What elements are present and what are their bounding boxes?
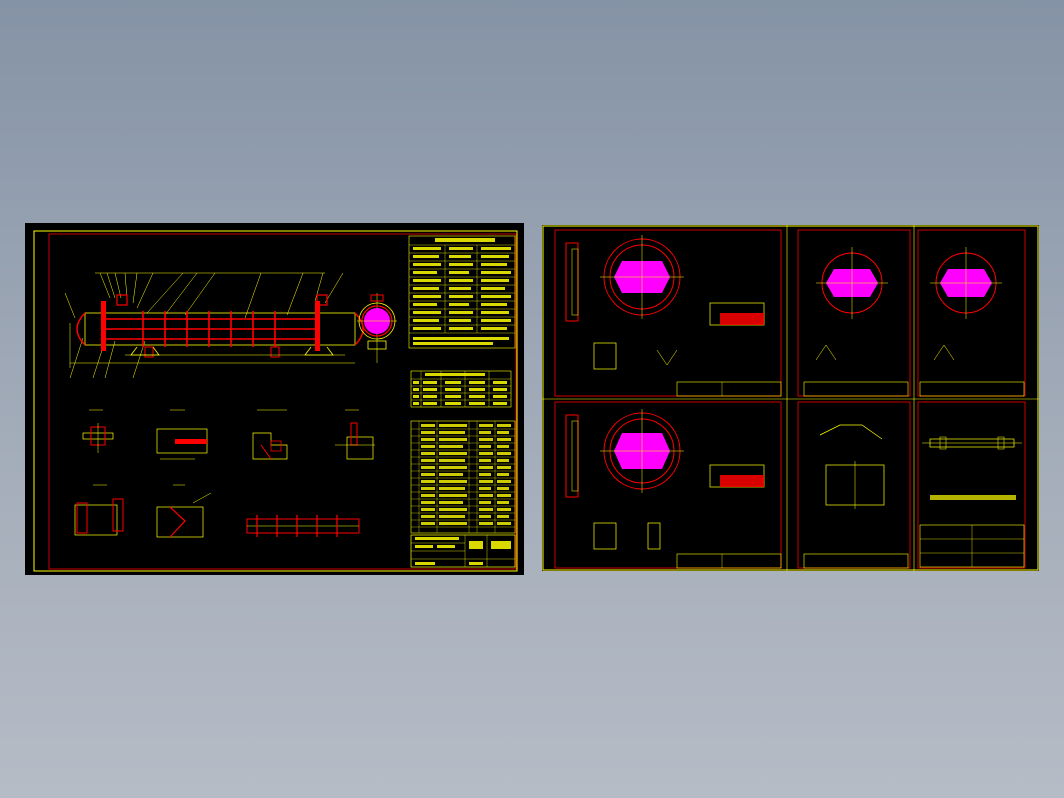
inner-frame <box>48 233 517 570</box>
outer-frame <box>33 230 518 572</box>
parts-list-table <box>410 420 516 534</box>
part-drawings <box>542 225 1039 571</box>
title-block-1 <box>676 381 782 397</box>
detail-view-a <box>82 409 114 453</box>
shell-elevation <box>69 294 364 368</box>
baffle-view-1 <box>803 247 909 397</box>
assembly-drawing <box>33 230 518 572</box>
detail-view-b <box>156 409 208 460</box>
title-block <box>410 534 516 568</box>
tube-sheet-view-2 <box>565 409 765 550</box>
part-drawings-sheet <box>542 225 1039 571</box>
detail-view-e <box>74 484 124 536</box>
title-block-2 <box>676 553 782 569</box>
technical-notes-block <box>408 235 516 349</box>
support-detail-view <box>803 424 909 569</box>
detail-view-f <box>156 484 212 538</box>
outer-frame <box>542 225 1039 571</box>
tube-bundle-detail <box>246 515 360 537</box>
detail-view-c <box>252 409 288 460</box>
nozzle-table <box>410 370 512 408</box>
tie-rod-detail-view <box>919 436 1025 568</box>
assembly-drawing-sheet <box>25 223 524 575</box>
leader-lines <box>64 272 344 379</box>
baffle-view-2 <box>919 247 1025 397</box>
shell-end-view <box>357 293 397 363</box>
tube-sheet-view-1 <box>565 235 765 370</box>
detail-view-d <box>335 409 375 460</box>
